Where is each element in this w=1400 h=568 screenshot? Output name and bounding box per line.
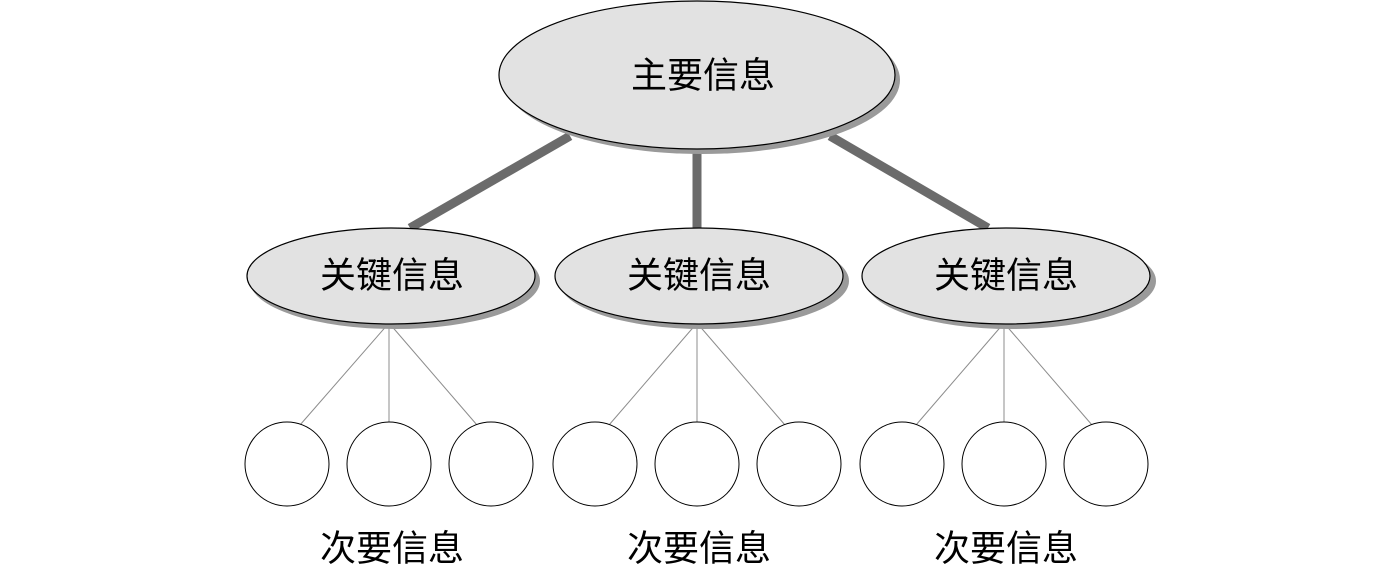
leaf-connector <box>608 322 698 426</box>
leaf-connectors-1 <box>299 322 478 426</box>
leaf-connector <box>388 322 478 426</box>
leaf-connectors-2 <box>608 322 786 426</box>
leaf-node <box>552 421 638 507</box>
leaf-connector <box>915 322 1005 426</box>
leaf-connector <box>696 322 786 426</box>
key-node-label: 关键信息 <box>320 256 464 297</box>
leaf-node <box>244 421 330 507</box>
leaf-connector <box>1003 322 1093 426</box>
leaf-connectors-3 <box>915 322 1093 426</box>
leaf-node <box>1063 421 1149 507</box>
root-node-ellipse <box>498 0 896 150</box>
secondary-info-label: 次要信息 <box>627 529 771 568</box>
leaf-connector <box>299 322 390 426</box>
key-group-3: 关键信息 次要信息 <box>859 227 1156 568</box>
key-group-2: 关键信息 次要信息 <box>552 227 849 568</box>
root-connectors <box>407 132 991 232</box>
key-node-label: 关键信息 <box>627 256 771 297</box>
secondary-info-label: 次要信息 <box>320 529 464 568</box>
key-node-ellipse <box>861 227 1151 325</box>
connector-root-to-key-3 <box>827 132 991 232</box>
key-node-ellipse <box>554 227 844 325</box>
leaf-node <box>654 421 740 507</box>
key-node-label: 关键信息 <box>934 256 1078 297</box>
key-group-1: 关键信息 次要信息 <box>244 227 540 568</box>
connector-root-to-key-1 <box>407 132 573 232</box>
key-node-ellipse <box>246 227 536 325</box>
leaf-node <box>859 421 945 507</box>
leaf-node <box>756 421 842 507</box>
leaf-node <box>961 421 1047 507</box>
root-node: 主要信息 <box>498 0 900 154</box>
leaf-node <box>448 421 534 507</box>
root-node-label: 主要信息 <box>631 56 775 97</box>
secondary-info-label: 次要信息 <box>934 529 1078 568</box>
leaf-node <box>346 421 432 507</box>
